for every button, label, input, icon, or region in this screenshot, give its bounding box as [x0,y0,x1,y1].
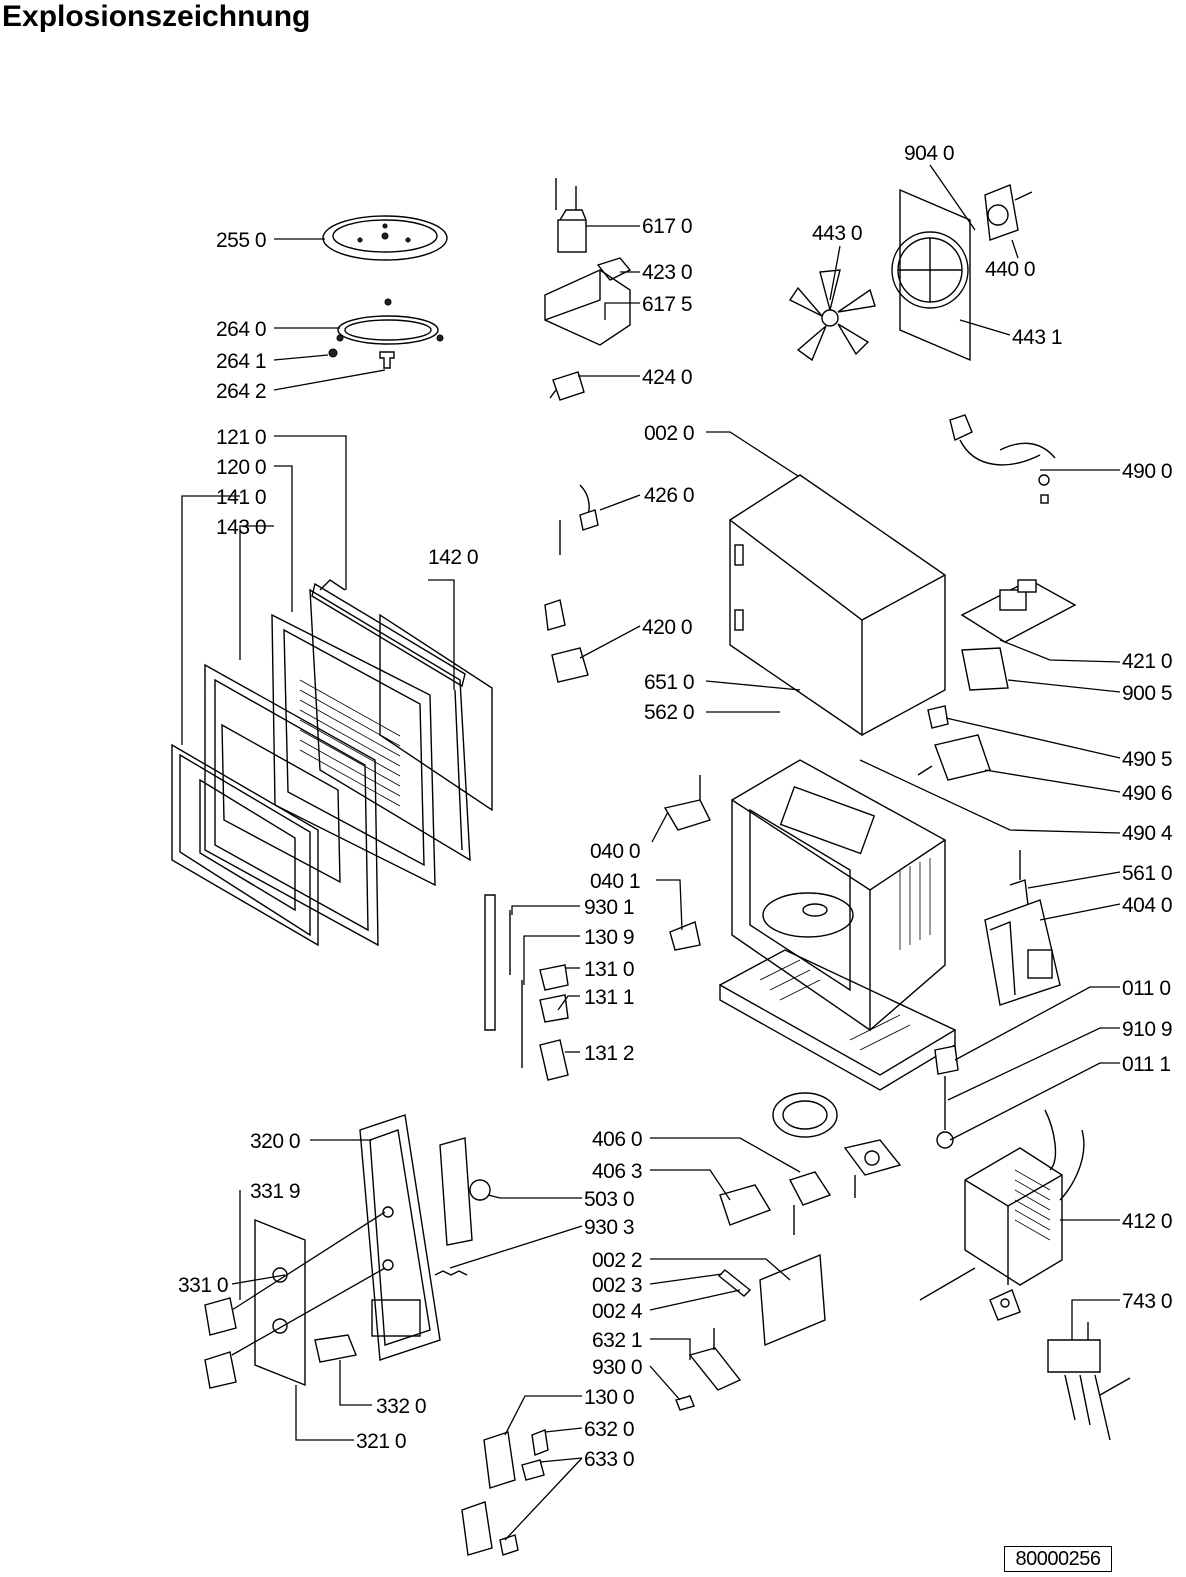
callout-930-0: 930 0 [592,1356,642,1379]
callout-443-0: 443 0 [812,222,862,245]
callout-930-1: 930 1 [584,896,634,919]
callout-930-3: 930 3 [584,1216,634,1239]
callout-011-1: 011 1 [1122,1053,1171,1076]
callout-040-1: 040 1 [590,870,640,893]
latch-bars-drawing [484,894,569,1081]
callout-910-9: 910 9 [1122,1018,1172,1041]
callout-633-0: 633 0 [584,1448,634,1471]
page-title: Explosionszeichnung [2,0,311,33]
door-assembly-drawing [171,579,493,947]
callout-412-0: 412 0 [1122,1210,1172,1233]
callout-002-0: 002 0 [644,422,694,445]
door-switch-424-drawing [549,371,585,401]
callout-503-0: 503 0 [584,1188,634,1211]
turntable-motor-drawing [719,1092,902,1235]
callout-264-2: 264 2 [216,380,266,403]
microswitches-drawing [461,1429,549,1556]
callout-002-3: 002 3 [592,1274,642,1297]
callout-617-0: 617 0 [642,215,692,238]
callout-743-0: 743 0 [1122,1290,1172,1313]
callout-131-2: 131 2 [584,1042,634,1065]
callout-406-3: 406 3 [592,1160,642,1183]
callout-141-0: 141 0 [216,486,266,509]
callout-002-4: 002 4 [592,1300,643,1323]
fuse-holder-426-drawing [559,484,599,555]
callout-404-0: 404 0 [1122,894,1172,917]
callout-490-5: 490 5 [1122,748,1172,771]
fan-assembly-drawing [788,184,1033,362]
callout-900-5: 900 5 [1122,682,1172,705]
callout-002-2: 002 2 [592,1249,642,1272]
callout-490-0: 490 0 [1122,460,1172,483]
callout-632-0: 632 0 [584,1418,634,1441]
callout-130-0: 130 0 [584,1386,634,1409]
callout-255-0: 255 0 [216,229,266,252]
control-panel-drawing [204,1114,491,1389]
transformer-drawing [964,1109,1085,1286]
callout-320-0: 320 0 [250,1130,300,1153]
wiring-harness-drawing [1047,1322,1131,1441]
callout-440-0: 440 0 [985,258,1035,281]
callout-332-0: 332 0 [376,1395,426,1418]
callout-130-9: 130 9 [584,926,634,949]
callout-040-0: 040 0 [590,840,640,863]
callout-331-0: 331 0 [178,1274,228,1297]
mounting-bracket-drawing [544,257,632,346]
callout-617-5: 617 5 [642,293,692,316]
thermostat-cable-drawing [949,414,1056,504]
callout-121-0: 121 0 [216,426,266,449]
door-hinge-040-drawing [663,775,711,951]
callout-562-0: 562 0 [644,701,694,724]
oven-cavity-drawing [718,759,957,1091]
callout-264-1: 264 1 [216,350,266,373]
document-number: 80000256 [1004,1546,1112,1572]
hv-capacitor-drawing [555,178,587,253]
control-pcb-drawing [960,579,1077,691]
cover-plate-drawing [717,1253,826,1347]
callout-423-0: 423 0 [642,261,692,284]
callout-406-0: 406 0 [592,1128,642,1151]
callout-labels: 255 0 264 0 264 1 264 2 121 0 120 0 141 … [178,142,1173,1471]
cable-and-clip-drawing [919,1267,1021,1321]
callout-420-0: 420 0 [642,616,692,639]
callout-443-1: 443 1 [1012,326,1062,349]
callout-264-0: 264 0 [216,318,266,341]
switch-bracket-632-drawing [675,1328,742,1411]
callout-142-0: 142 0 [428,546,478,569]
motor-and-supports-drawing [934,1045,959,1149]
callout-426-0: 426 0 [644,484,694,507]
callout-561-0: 561 0 [1122,862,1172,885]
callout-421-0: 421 0 [1122,650,1172,673]
callout-120-0: 120 0 [216,456,266,479]
callout-651-0: 651 0 [644,671,694,694]
callout-143-0: 143 0 [216,516,266,539]
callout-632-1: 632 1 [592,1329,642,1352]
outer-cabinet-drawing [728,474,947,737]
callout-490-6: 490 6 [1122,782,1172,805]
callout-131-1: 131 1 [584,986,634,1009]
magnetron-drawing [984,850,1061,1006]
callout-424-0: 424 0 [642,366,692,389]
turntable-plate-drawing [322,215,448,261]
callout-490-4: 490 4 [1122,822,1173,845]
diode-420-drawing [544,599,589,683]
roller-ring-drawing [328,298,444,369]
callout-331-9: 331 9 [250,1180,300,1203]
callout-904-0: 904 0 [904,142,954,165]
callout-011-0: 011 0 [1122,977,1171,1000]
leader-lines [181,164,1121,1541]
callout-131-0: 131 0 [584,958,634,981]
callout-321-0: 321 0 [356,1430,406,1453]
cavity-parts-490-drawing [917,705,991,781]
